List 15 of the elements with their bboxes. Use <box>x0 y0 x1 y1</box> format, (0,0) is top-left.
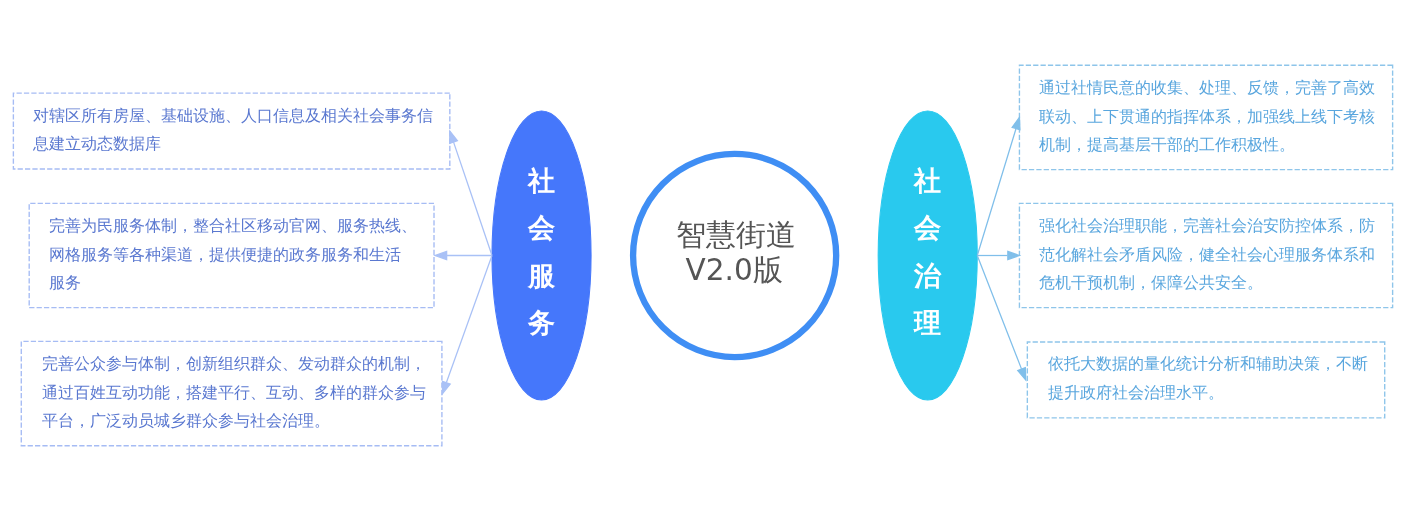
node-box: 依托大数据的量化统计分析和辅助决策，不断提升政府社会治理水平。 <box>1026 340 1386 419</box>
arrow <box>449 128 493 256</box>
node-box: 完善公众参与体制，创新组织群众、发动群众的机制，通过百姓互动功能，搭建平行、互动、多样的群众参与平台，广泛动员城乡群众参与社会治理。 <box>20 340 443 446</box>
node-box: 通过社情民意的收集、处理、反馈，完善了高效联动、上下贯通的指挥体系，加强线上线下考核机制，提高基层干部的工作积极性。 <box>1018 64 1394 170</box>
node-ellipse: 社会服务 <box>491 110 592 400</box>
node-box: 强化社会治理职能，完善社会治安防控体系，防范化解社会矛盾风险，健全社会心理服务体系和危机干预机制，保障公共安全。 <box>1018 202 1394 308</box>
arrow <box>441 254 493 395</box>
arrow <box>976 115 1021 256</box>
node-ellipse: 社会治理 <box>877 110 978 400</box>
arrow <box>976 250 1022 260</box>
arrow <box>976 254 1027 382</box>
node-box: 对辖区所有房屋、基础设施、人口信息及相关社会事务信息建立动态数据库 <box>12 91 451 170</box>
node-box: 完善为民服务体制，整合社区移动官网、服务热线、网格服务等各种渠道，提供便捷的政务服务和生活服务 <box>28 202 435 308</box>
arrow <box>433 250 493 260</box>
node-circle: 智慧街道V2.0版 <box>629 150 840 360</box>
